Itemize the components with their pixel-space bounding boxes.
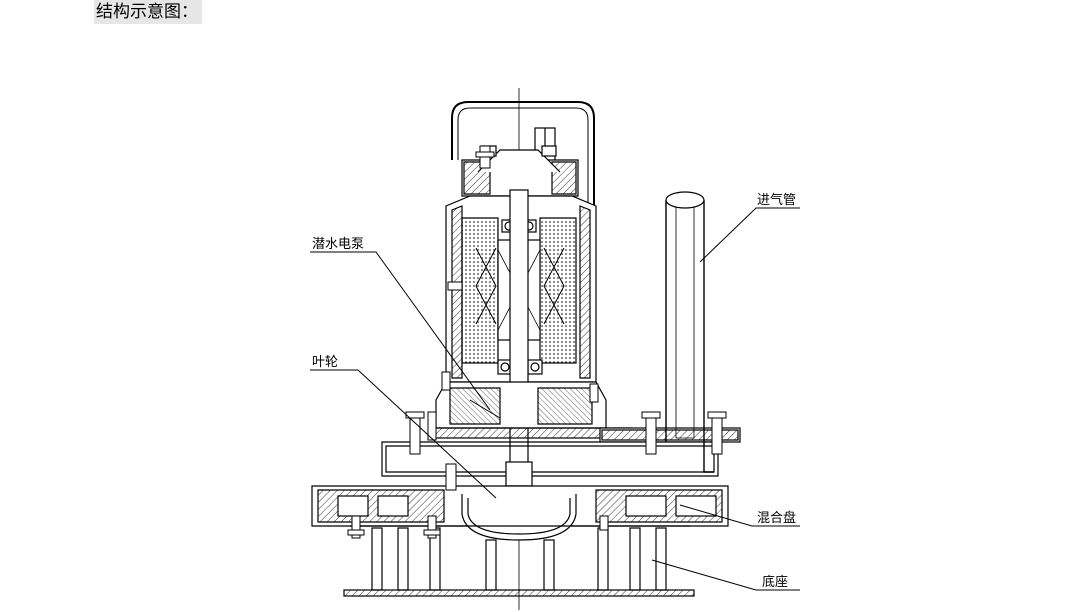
page-heading: 结构示意图： — [94, 0, 202, 24]
bolt-motor-side — [441, 281, 599, 403]
mounting-flange — [431, 427, 741, 443]
bolt-mixing-disc — [347, 463, 609, 539]
label-air-inlet-pipe: 进气管 — [757, 192, 796, 208]
seal-chamber — [435, 381, 607, 429]
label-impeller: 叶轮 — [312, 355, 338, 370]
stator-winding-left — [461, 217, 499, 364]
leader-mixing-disc — [679, 504, 800, 527]
air-chamber — [381, 441, 719, 477]
leader-air-inlet-pipe — [699, 207, 800, 263]
mixing-disc — [311, 485, 729, 541]
bolt-motor-top — [475, 145, 495, 169]
stator-winding-right — [539, 217, 577, 364]
label-mixing-disc: 混合盘 — [757, 510, 796, 526]
leader-submersible-pump — [310, 251, 491, 411]
lower-bearing — [497, 359, 543, 375]
base-stand — [343, 525, 695, 597]
label-base: 底座 — [762, 574, 788, 590]
bolt-right-flange — [641, 411, 727, 455]
label-submersible-pump: 潜水电泵 — [312, 237, 364, 252]
leader-base — [651, 559, 800, 591]
air-inlet-pipe — [665, 191, 714, 473]
lifting-handle — [451, 101, 595, 205]
leader-impeller — [310, 369, 497, 499]
